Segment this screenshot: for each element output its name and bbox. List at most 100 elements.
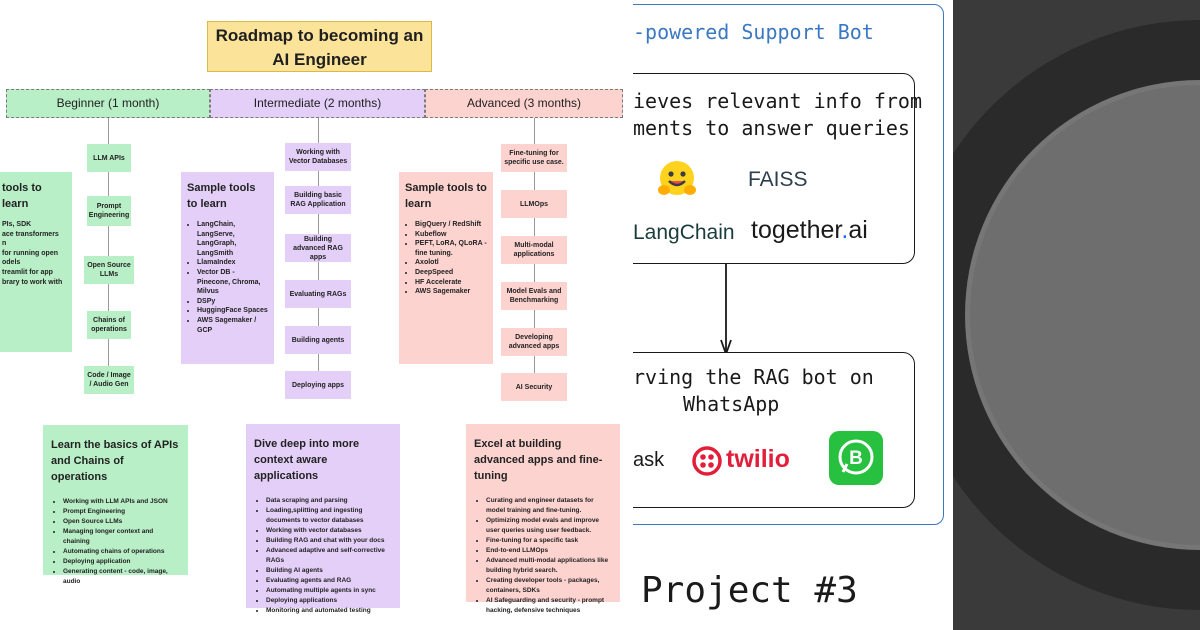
list-item: End-to-end LLMOps [486, 546, 612, 556]
list-item: treamlit for app [2, 268, 53, 276]
node-ai-security: AI Security [501, 373, 567, 401]
twilio-icon [691, 445, 723, 477]
list-item: Working with vector databases [266, 526, 392, 536]
node-multi-modal: Multi-modal applications [501, 236, 567, 264]
list-item: HF Accelerate [415, 278, 487, 288]
dark-arc-graphic [953, 0, 1200, 630]
list-item: Vector DB - Pinecone, Chroma, Milvus [197, 268, 268, 297]
title-line-1: Roadmap to becoming an [215, 26, 424, 45]
list-item: PEFT, LoRA, QLoRA - fine tuning. [415, 239, 487, 258]
node-prompt-engineering: Prompt Engineering [87, 196, 131, 226]
beginner-summary-heading: Learn the basics of APIs and Chains of o… [51, 439, 179, 483]
node-open-source-llms: Open Source LLMs [84, 256, 134, 284]
serving-line-1: rving the RAG bot on [633, 365, 874, 389]
list-item: Monitoring and automated testing [266, 606, 392, 616]
list-item: DSPy [197, 297, 268, 307]
retrieval-text: ieves relevant info from ments to answer… [633, 88, 922, 142]
node-deploying-apps: Deploying apps [285, 371, 351, 399]
list-item: Axolotl [415, 258, 487, 268]
node-vector-databases: Working with Vector Databases [285, 143, 351, 171]
list-item: Automating chains of operations [63, 547, 180, 557]
together-dot: . [841, 216, 849, 244]
intermediate-summary-list: Data scraping and parsing Loading,splitt… [254, 496, 392, 616]
list-item: LlamaIndex [197, 258, 268, 268]
intermediate-summary-box: Dive deep into more context aware applic… [246, 424, 400, 614]
down-arrow-icon [719, 264, 733, 357]
intermediate-tools-list: LangChain, LangServe, LangGraph, LangSmi… [187, 220, 268, 335]
beginner-summary-list: Working with LLM APIs and JSON Prompt En… [51, 497, 180, 587]
serving-line-2: WhatsApp [683, 392, 780, 416]
intermediate-tools-heading: Sample tools to learn [187, 182, 256, 210]
node-developing-advanced-apps: Developing advanced apps [501, 328, 567, 356]
twilio-logo: twilio [726, 445, 790, 473]
list-item: Evaluating agents and RAG [266, 576, 392, 586]
list-item: BigQuery / RedShift [415, 220, 487, 230]
advanced-tools-list: BigQuery / RedShift Kubeflow PEFT, LoRA,… [405, 220, 487, 297]
list-item: Working with LLM APIs and JSON [63, 497, 180, 507]
list-item: PIs, SDK [2, 221, 32, 228]
faiss-logo: FAISS [748, 168, 808, 191]
together-ai-text: ai [848, 216, 868, 244]
beginner-tools-list: PIs, SDK ace transformers n for running … [2, 220, 66, 287]
stage-intermediate: Intermediate (2 months) [210, 89, 425, 118]
langchain-logo: LangChain [633, 221, 735, 244]
svg-text:B: B [849, 448, 863, 469]
node-code-image-audio: Code / Image / Audio Gen [84, 366, 134, 394]
list-item: ace transformers [2, 230, 59, 238]
advanced-tools-heading: Sample tools to learn [405, 182, 487, 210]
project-panel: -powered Support Bot ieves relevant info… [633, 0, 953, 630]
node-model-evals: Model Evals and Benchmarking [501, 282, 567, 310]
list-item: Generating content - code, image, audio [63, 567, 180, 587]
list-item: Building RAG and chat with your docs [266, 536, 392, 546]
node-chains-of-operations: Chains of operations [87, 311, 131, 339]
list-item: odels [2, 259, 21, 267]
whatsapp-business-icon: B [828, 430, 884, 486]
list-item: AI Safeguarding and security - prompt ha… [486, 596, 612, 616]
list-item: Prompt Engineering [63, 507, 180, 517]
beginner-tools-box: tools to learn PIs, SDK ace transformers… [0, 172, 72, 352]
title-line-2: AI Engineer [272, 50, 367, 69]
retrieval-line-2: ments to answer queries [633, 116, 910, 140]
list-item: Advanced adaptive and self-corrective RA… [266, 546, 392, 566]
list-item: AWS Sagemaker [415, 287, 487, 297]
list-item: Loading,splitting and ingesting document… [266, 506, 392, 526]
together-text: together [751, 216, 842, 244]
list-item: Advanced multi-modal applications like b… [486, 556, 612, 576]
project-frame [633, 4, 944, 525]
roadmap-title: Roadmap to becoming an AI Engineer [207, 21, 432, 72]
node-building-agents: Building agents [285, 326, 351, 354]
advanced-summary-box: Excel at building advanced apps and fine… [466, 424, 620, 614]
intermediate-tools-box: Sample tools to learn LangChain, LangSer… [181, 172, 274, 364]
advanced-tools-box: Sample tools to learn BigQuery / RedShif… [399, 172, 493, 364]
stage-advanced: Advanced (3 months) [425, 89, 623, 118]
list-item: AWS Sagemaker / GCP [197, 316, 268, 335]
list-item: HuggingFace Spaces [197, 306, 268, 316]
list-item: brary to work with [2, 278, 63, 286]
flask-logo: ask [633, 449, 665, 471]
list-item: Deploying application [63, 557, 180, 567]
list-item: Creating developer tools - packages, con… [486, 576, 612, 596]
list-item: Managing longer context and chaining [63, 527, 180, 547]
beginner-tools-heading: tools to learn [2, 182, 42, 210]
roadmap-panel: Roadmap to becoming an AI Engineer Begin… [0, 0, 633, 630]
list-item: Data scraping and parsing [266, 496, 392, 506]
list-item: Optimizing model evals and improve user … [486, 516, 612, 536]
list-item: Deploying applications [266, 596, 392, 606]
node-advanced-rag: Building advanced RAG apps [285, 234, 351, 262]
advanced-summary-list: Curating and engineer datasets for model… [474, 496, 612, 616]
list-item: Building AI agents [266, 566, 392, 576]
list-item: Automating multiple agents in sync [266, 586, 392, 596]
serving-text: rving the RAG bot on WhatsApp [633, 364, 893, 418]
list-item: LangChain, LangServe, LangGraph, LangSmi… [197, 220, 268, 258]
node-fine-tuning: Fine-tuning for specific use case. [501, 144, 567, 172]
list-item: Curating and engineer datasets for model… [486, 496, 612, 516]
list-item: Fine-tuning for a specific task [486, 536, 612, 546]
node-basic-rag: Building basic RAG Application [285, 186, 351, 214]
intermediate-summary-heading: Dive deep into more context aware applic… [254, 438, 360, 482]
list-item: Open Source LLMs [63, 517, 180, 527]
dark-graphic-panel [953, 0, 1200, 630]
project-header: -powered Support Bot [633, 20, 874, 44]
node-llmops: LLMOps [501, 190, 567, 218]
node-evaluating-rags: Evaluating RAGs [285, 280, 351, 308]
retrieval-line-1: ieves relevant info from [633, 89, 922, 113]
